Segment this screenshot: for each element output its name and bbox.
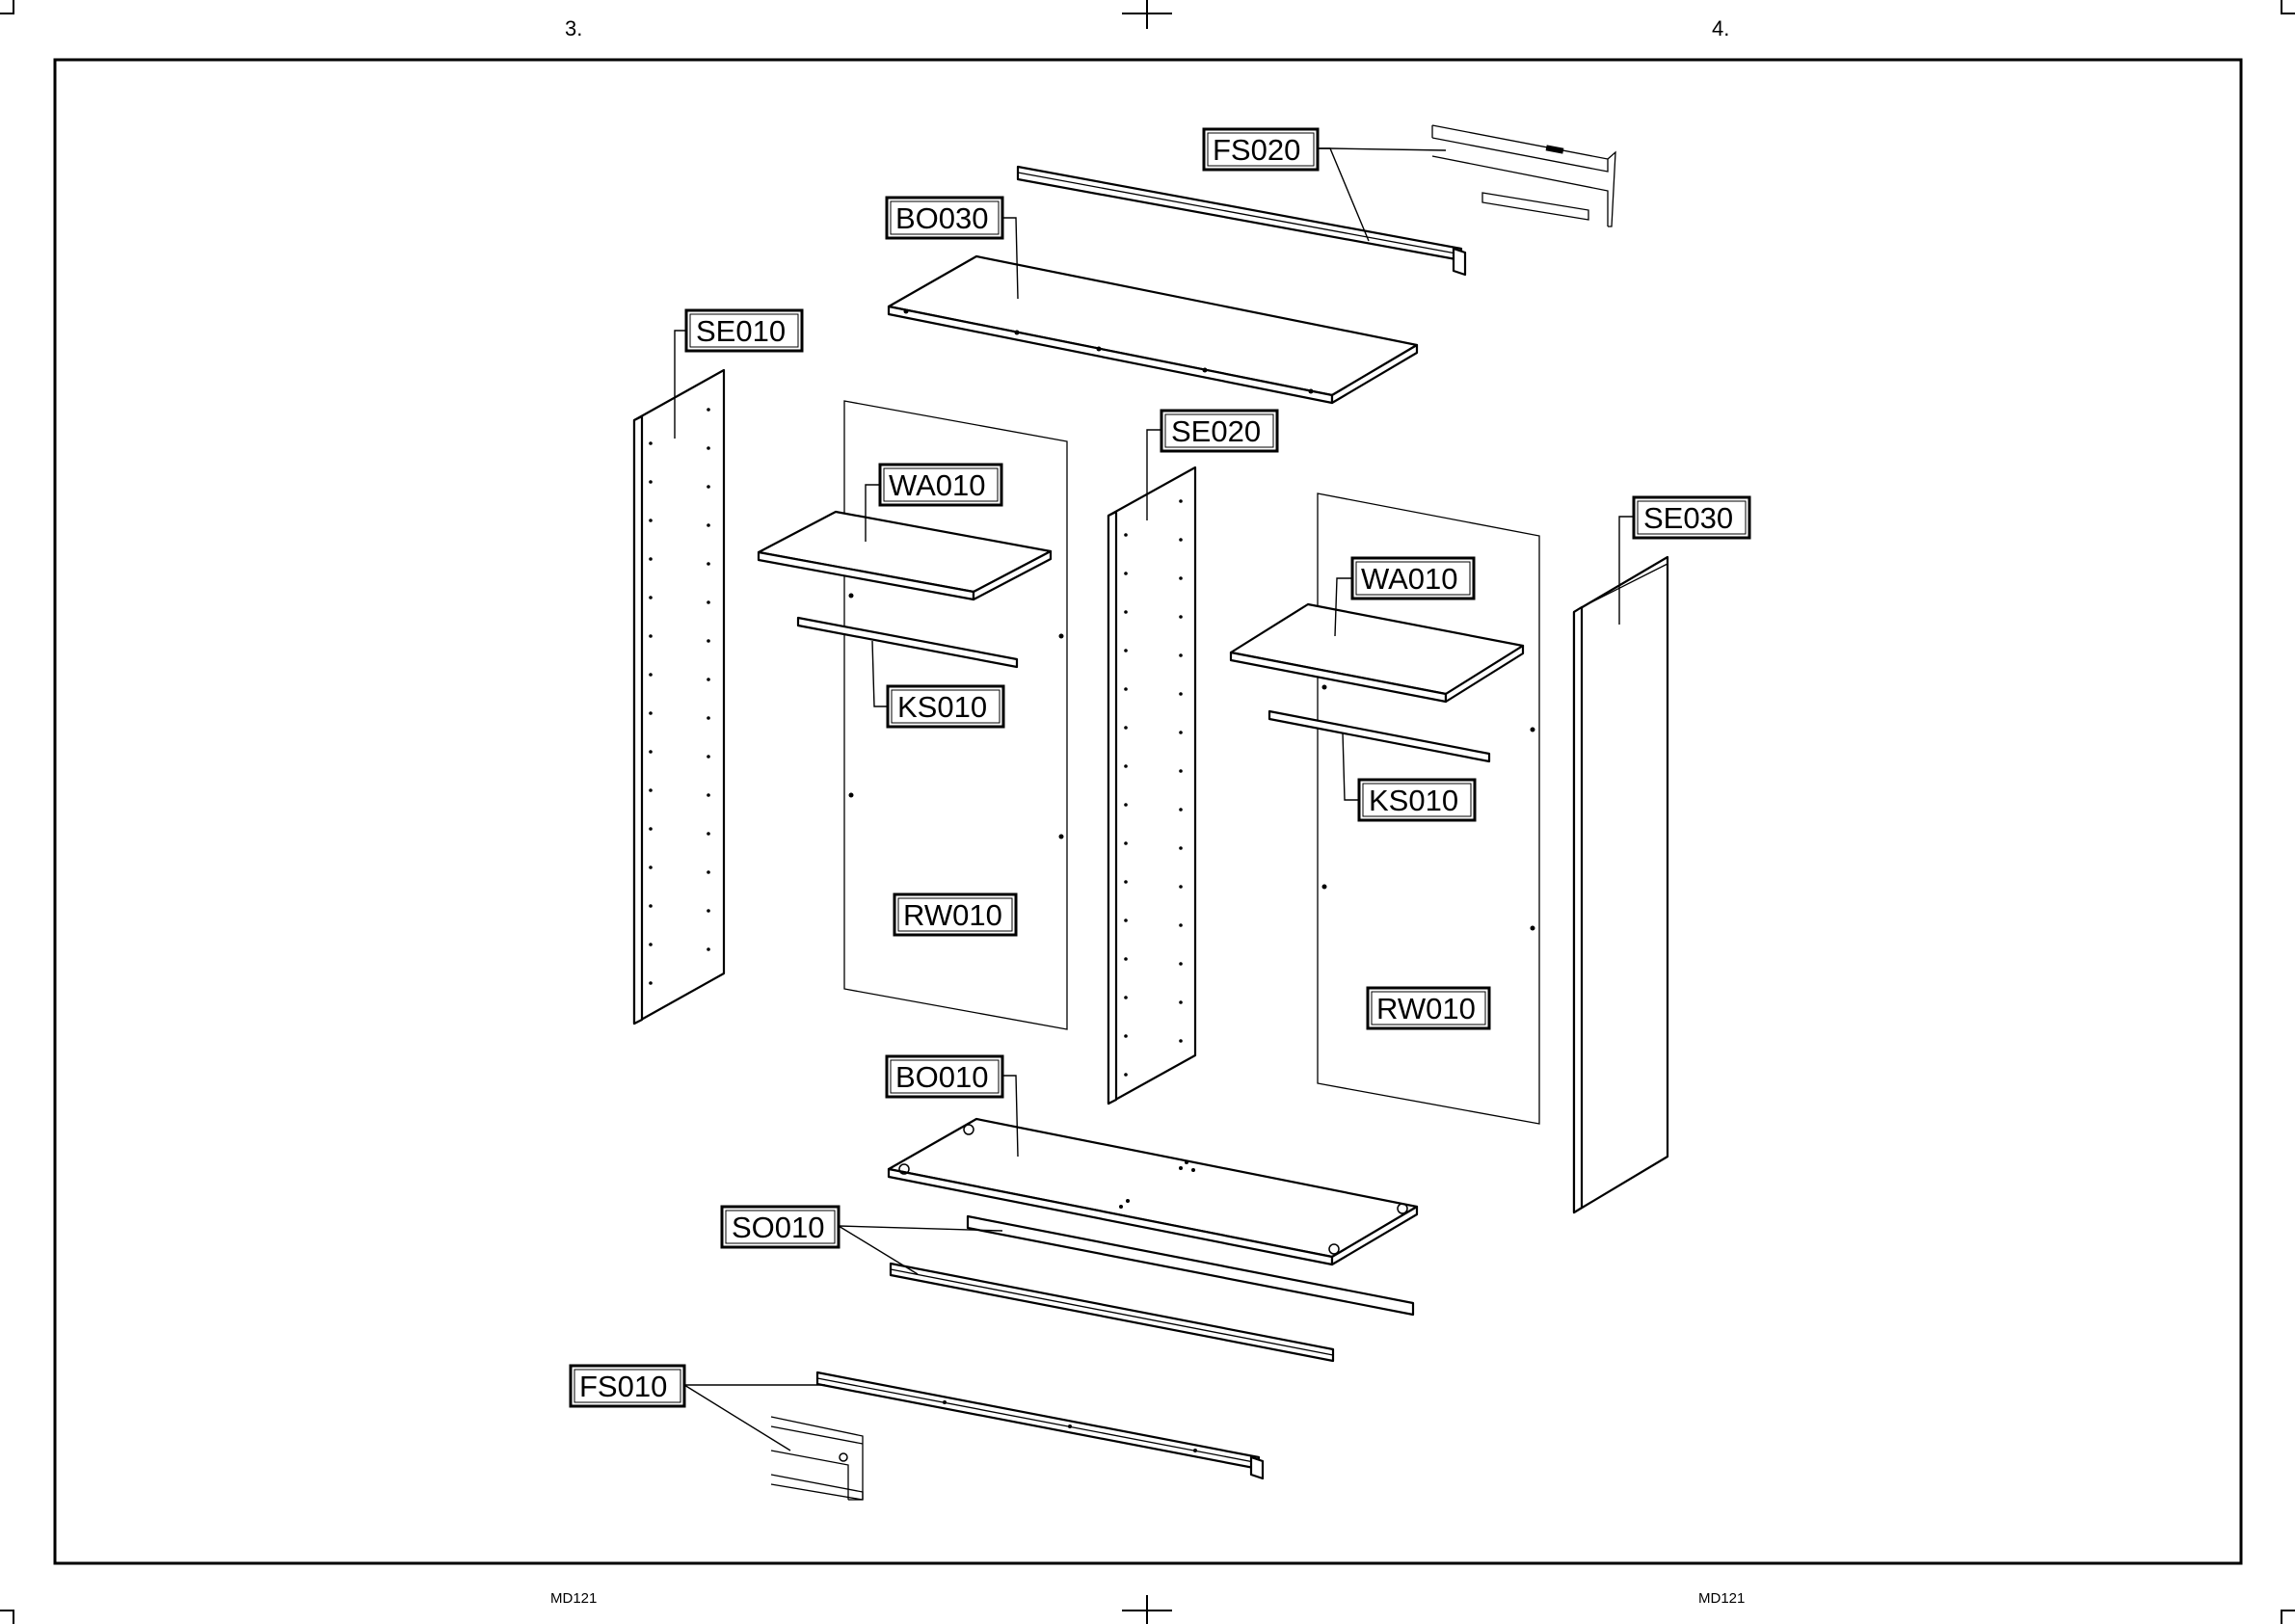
- left-side-panel-se010: [634, 370, 724, 1024]
- svg-text:WA010: WA010: [889, 468, 986, 502]
- shelf-right-wa010: [1231, 604, 1523, 702]
- top-board-bo030: [889, 256, 1417, 403]
- svg-text:WA010: WA010: [1361, 562, 1458, 596]
- svg-text:RW010: RW010: [1376, 992, 1476, 1025]
- shelf-left-wa010: [759, 512, 1051, 599]
- svg-text:KS010: KS010: [897, 690, 987, 724]
- page-number-left: 3.: [565, 16, 582, 40]
- part-label-wa010-right: WA010: [1352, 558, 1474, 599]
- part-label-se020: SE020: [1161, 411, 1277, 451]
- part-label-ks010-right: KS010: [1359, 780, 1475, 820]
- part-label-fs010: FS010: [571, 1366, 684, 1406]
- part-label-rw010-left: RW010: [894, 894, 1016, 935]
- bottom-board-bo010: [889, 1119, 1417, 1265]
- svg-text:KS010: KS010: [1369, 784, 1458, 817]
- svg-text:SO010: SO010: [732, 1211, 825, 1244]
- bottom-rail-fs010: [771, 1372, 1263, 1500]
- svg-text:BO030: BO030: [895, 201, 989, 235]
- part-label-se030: SE030: [1634, 497, 1749, 538]
- svg-text:SE010: SE010: [696, 314, 786, 348]
- rod-right-ks010: [1269, 711, 1489, 761]
- part-label-rw010-right: RW010: [1368, 988, 1489, 1028]
- page-number-right: 4.: [1712, 16, 1729, 40]
- rod-left-ks010: [798, 618, 1017, 667]
- part-label-se010: SE010: [686, 310, 802, 351]
- svg-text:FS010: FS010: [579, 1370, 667, 1403]
- svg-text:SE030: SE030: [1643, 501, 1733, 535]
- footer-code-right: MD121: [1698, 1590, 1745, 1607]
- part-label-fs020: FS020: [1204, 129, 1318, 170]
- svg-text:BO010: BO010: [895, 1060, 989, 1094]
- rail-detail-fs020: [1432, 125, 1615, 226]
- svg-text:RW010: RW010: [903, 898, 1002, 932]
- svg-text:FS020: FS020: [1213, 133, 1300, 167]
- right-side-panel-se030: [1574, 557, 1668, 1212]
- middle-side-panel-se020: [1108, 467, 1195, 1104]
- part-label-bo030: BO030: [887, 198, 1002, 238]
- part-label-ks010-left: KS010: [888, 686, 1003, 727]
- part-label-wa010-left: WA010: [880, 465, 1001, 505]
- part-label-so010: SO010: [722, 1207, 839, 1247]
- footer-code-left: MD121: [550, 1590, 597, 1607]
- svg-text:SE020: SE020: [1171, 414, 1261, 448]
- rail-detail-fs010: [771, 1417, 863, 1500]
- part-label-bo010: BO010: [887, 1056, 1002, 1097]
